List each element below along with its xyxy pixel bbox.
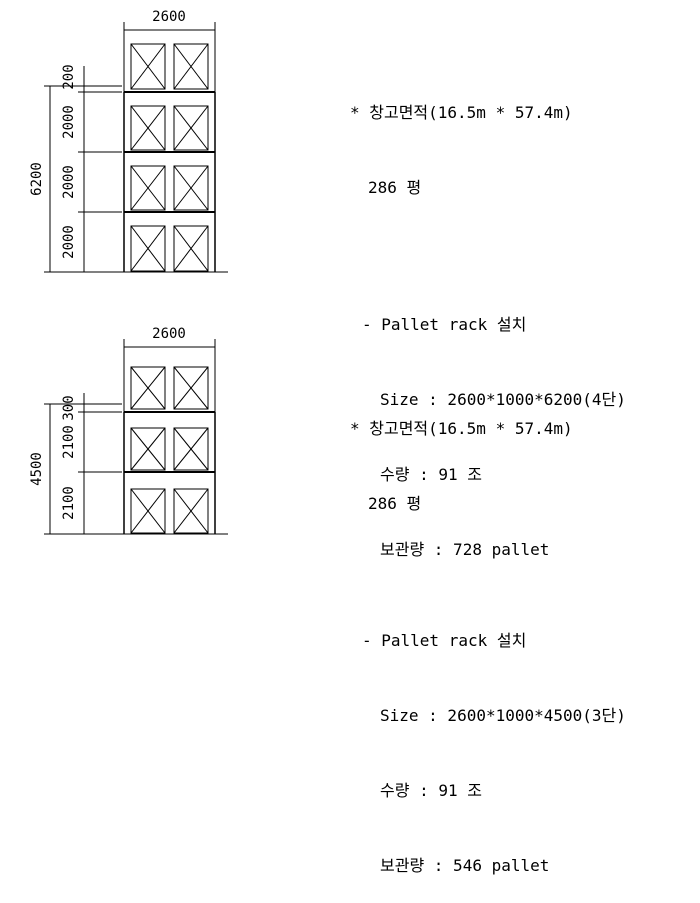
rack-1-total-label: 6200 (29, 162, 45, 196)
rack-2-level-label: 2100 (61, 425, 77, 459)
rack-quantity: 수량 : 91 조 (380, 465, 482, 484)
rack-1-level-label: 2000 (61, 165, 77, 199)
rack-2-width-label: 2600 (152, 326, 186, 342)
rack-size: Size : 2600*1000*4500(3단) (380, 706, 626, 725)
warehouse-area-pyeong: 286 평 (368, 494, 422, 513)
rack-1-width-label: 2600 (152, 9, 186, 25)
rack-install-title: - Pallet rack 설치 (362, 631, 527, 650)
rack-drawings: 2600 200 2000 2000 2000 6200 (29, 9, 228, 535)
rack-storage: 보관량 : 546 pallet (380, 856, 550, 875)
rack-1-level-label: 2000 (61, 105, 77, 139)
rack-quantity: 수량 : 91 조 (380, 781, 482, 800)
warehouse-area: * 창고면적(16.5m * 57.4m) (350, 419, 573, 438)
rack-2-spec: * 창고면적(16.5m * 57.4m) 286 평 - Pallet rac… (350, 366, 626, 903)
rack-1-level-label-top: 200 (61, 64, 77, 89)
rack-size: Size : 2600*1000*6200(4단) (380, 390, 626, 409)
rack-2-level-label: 2100 (61, 486, 77, 520)
rack-1 (44, 22, 228, 273)
rack-2-total-label: 4500 (29, 452, 45, 486)
warehouse-area: * 창고면적(16.5m * 57.4m) (350, 103, 573, 122)
rack-1-spec: * 창고면적(16.5m * 57.4m) 286 평 - Pallet rac… (350, 50, 626, 587)
rack-install-title: - Pallet rack 설치 (362, 315, 527, 334)
warehouse-area-pyeong: 286 평 (368, 178, 422, 197)
rack-storage: 보관량 : 728 pallet (380, 540, 550, 559)
rack-2 (44, 339, 228, 535)
rack-2-level-label-top: 300 (61, 395, 77, 420)
rack-1-level-label: 2000 (61, 225, 77, 259)
